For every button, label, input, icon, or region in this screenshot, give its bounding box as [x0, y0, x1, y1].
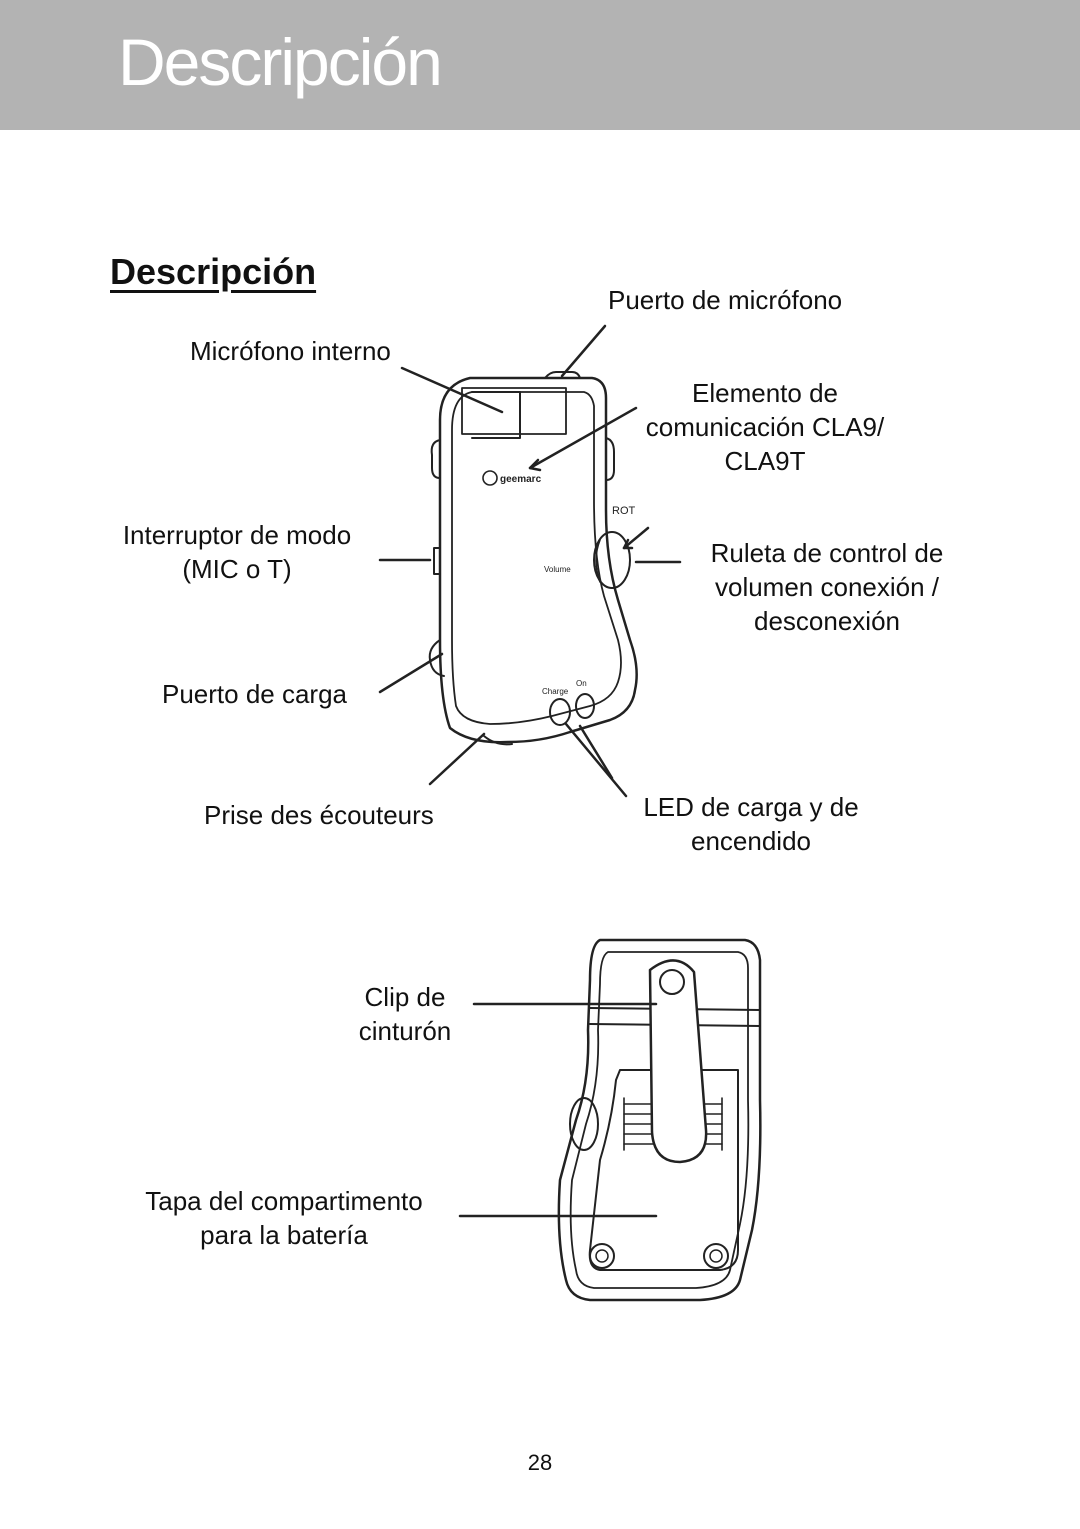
- label-ruleta-line-2: volumen conexión /: [714, 572, 940, 602]
- page-number: 28: [527, 1450, 553, 1475]
- label-led-line-2: encendido: [691, 826, 811, 856]
- label-ruleta-volumen: Ruleta de control de volumen conexión / …: [696, 536, 958, 638]
- label-elemento-comunicacion: Elemento de comunicación CLA9/ CLA9T: [630, 376, 900, 478]
- device-charge-text: Charge: [542, 687, 569, 696]
- label-ruleta-line-1: Ruleta de control de: [710, 538, 944, 568]
- arrowhead-rot: [622, 538, 634, 550]
- device-rot-text: ROT: [612, 505, 636, 517]
- label-puerto-microfono: Puerto de micrófono: [608, 285, 843, 315]
- leader-line-led: [564, 722, 628, 798]
- section-title: Descripción: [110, 251, 317, 292]
- leader-line-charge-port: [378, 652, 444, 694]
- leader-line-mic-port: [560, 324, 607, 378]
- label-interruptor-modo: Interruptor de modo (MIC o T): [110, 518, 364, 586]
- leader-line-led-2: [578, 724, 614, 780]
- leader-line-element: [528, 406, 638, 470]
- label-prise-ecouteurs: Prise des écouteurs: [204, 800, 434, 830]
- label-elemento-line-3: CLA9T: [724, 446, 806, 476]
- device-volume-text: Volume: [544, 565, 571, 574]
- leader-line-earphone: [428, 732, 486, 786]
- page-header-title: Descripción: [118, 25, 443, 99]
- label-tapa-bateria: Tapa del compartimento para la batería: [124, 1184, 444, 1252]
- leader-line-internal-mic: [400, 366, 504, 414]
- label-clip-cinturon: Clip de cinturón: [340, 980, 470, 1048]
- front-device-illustration: [428, 371, 638, 746]
- label-interruptor-line-1: Interruptor de modo: [122, 520, 352, 550]
- label-microfono-interno: Micrófono interno: [190, 336, 391, 366]
- device-brand-text: geemarc: [500, 474, 542, 485]
- label-elemento-line-1: Elemento de: [692, 378, 838, 408]
- label-clip-line-1: Clip de: [364, 982, 446, 1012]
- device-on-text: On: [576, 679, 587, 688]
- label-tapa-line-1: Tapa del compartimento: [145, 1186, 423, 1216]
- leader-line-rot: [622, 526, 650, 550]
- label-interruptor-line-2: (MIC o T): [182, 554, 292, 584]
- label-tapa-line-2: para la batería: [200, 1220, 368, 1250]
- back-device-illustration: [557, 938, 762, 1302]
- label-led-carga: LED de carga y de encendido: [626, 790, 876, 858]
- header-band: [0, 0, 1080, 130]
- label-led-line-1: LED de carga y de: [643, 792, 859, 822]
- label-clip-line-2: cinturón: [358, 1016, 452, 1046]
- label-ruleta-line-3: desconexión: [754, 606, 900, 636]
- label-elemento-line-2: comunicación CLA9/: [645, 412, 885, 442]
- label-puerto-carga: Puerto de carga: [162, 679, 348, 709]
- arrowhead-element: [528, 458, 542, 472]
